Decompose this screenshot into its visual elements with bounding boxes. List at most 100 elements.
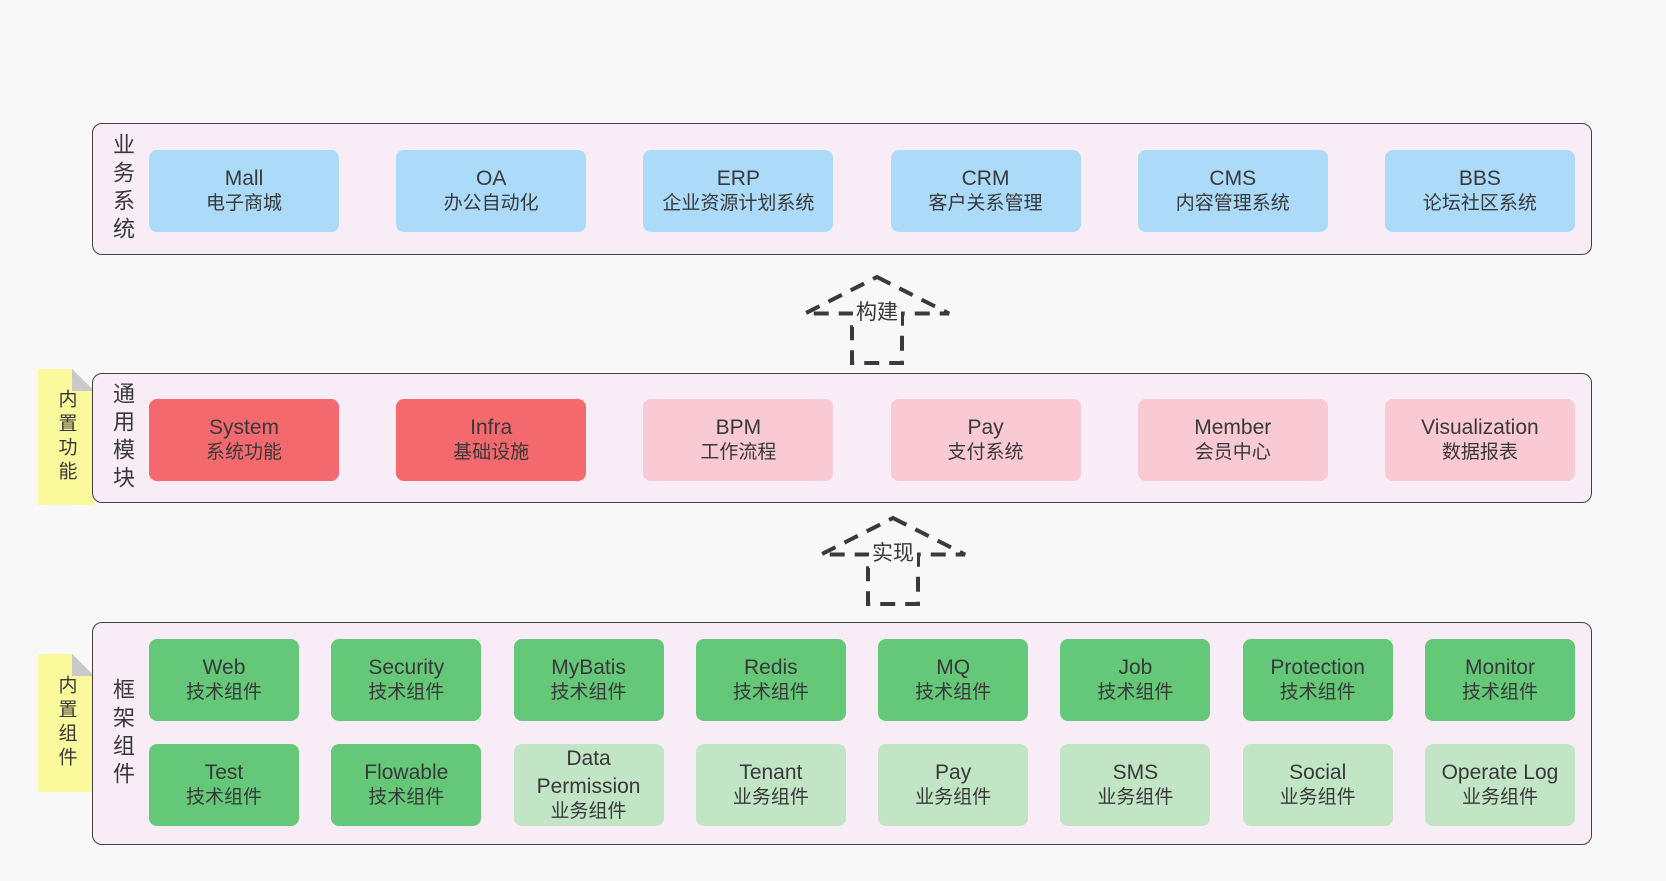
tag-label: 内置功能 [55,389,77,485]
build-arrow: 构建 [802,274,952,366]
module-title: Protection [1270,656,1365,679]
layer-label: 通用模块 [110,382,135,494]
module-subtitle: 业务组件 [915,787,992,809]
module-box-system: System 系统功能 [149,399,339,481]
module-box-cms: CMS 内容管理系统 [1137,150,1328,232]
module-subtitle: 业务组件 [1097,787,1174,809]
module-title: Pay [967,416,1004,439]
module-subtitle: 基础设施 [453,442,530,464]
module-box-visualization: Visualization 数据报表 [1384,399,1575,481]
module-box-erp: ERP 企业资源计划系统 [643,150,834,232]
tag-label: 内置组件 [55,675,77,771]
module-title: CRM [961,167,1010,190]
folded-corner-icon [72,654,94,676]
implement-arrow: 实现 [818,515,968,607]
folded-corner-icon [72,369,94,391]
module-title: MQ [936,656,971,679]
module-title: CMS [1209,167,1257,190]
module-subtitle: 办公自动化 [443,193,539,215]
module-subtitle: 支付系统 [947,442,1024,464]
module-box-flowable: Flowable 技术组件 [331,744,482,826]
module-subtitle: 技术组件 [732,682,809,704]
module-box-infra: Infra 基础设施 [396,399,587,481]
module-subtitle: 业务组件 [550,800,627,822]
module-subtitle: 电子商城 [205,193,282,215]
tag-builtin-components: 内置组件 [38,654,94,792]
module-box-mall: Mall 电子商城 [149,150,339,232]
module-title: Operate Log [1441,761,1559,784]
module-box-oa: OA 办公自动化 [396,150,587,232]
module-title: Infra [470,416,513,439]
module-subtitle: 数据报表 [1441,442,1518,464]
module-subtitle: 技术组件 [550,682,627,704]
module-subtitle: 技术组件 [368,682,445,704]
arrow-label: 构建 [853,295,901,327]
module-subtitle: 内容管理系统 [1175,193,1290,215]
module-subtitle: 论坛社区系统 [1422,193,1537,215]
module-box-operate-log: Operate Log 业务组件 [1424,744,1575,826]
tag-builtin-features: 内置功能 [38,369,94,505]
module-box-pay: Pay 支付系统 [890,399,1081,481]
arrow-label: 实现 [869,536,917,568]
layer-label: 业务系统 [110,133,135,245]
module-subtitle: 客户关系管理 [928,193,1043,215]
box-row: Mall 电子商城 OA 办公自动化 ERP 企业资源计划系统 CRM 客户关系管理 CMS 内容… [149,150,1575,232]
layer-label: 框架组件 [110,677,135,790]
module-subtitle: 技术组件 [915,682,992,704]
module-title: System [208,416,279,439]
module-title: ERP [716,167,760,190]
module-box-job: Job 技术组件 [1060,639,1211,721]
module-subtitle: 企业资源计划系统 [662,193,815,215]
module-title: Visualization [1421,416,1539,439]
module-subtitle: 技术组件 [368,787,445,809]
module-box-social: Social 业务组件 [1242,744,1393,826]
module-subtitle: 业务组件 [1461,787,1538,809]
module-subtitle: 技术组件 [1461,682,1538,704]
module-box-monitor: Monitor 技术组件 [1424,639,1575,721]
up-arrow-icon [804,274,950,365]
module-title: Test [204,761,244,784]
module-box-security: Security 技术组件 [331,639,482,721]
module-box-crm: CRM 客户关系管理 [890,150,1081,232]
module-subtitle: 系统功能 [205,442,282,464]
module-box-sms: SMS 业务组件 [1060,744,1211,826]
module-subtitle: 技术组件 [185,787,262,809]
module-subtitle: 技术组件 [1097,682,1174,704]
module-box-mybatis: MyBatis 技术组件 [513,639,664,721]
module-title: Tenant [739,761,803,784]
module-title: Flowable [364,761,449,784]
module-title: Monitor [1464,656,1535,679]
module-title: Job [1118,656,1153,679]
module-subtitle: 工作流程 [700,442,777,464]
module-title: Social [1289,761,1347,784]
module-box-web: Web 技术组件 [149,639,299,721]
module-title: Mall [224,167,264,190]
module-box-mq: MQ 技术组件 [878,639,1029,721]
module-box-test: Test 技术组件 [149,744,299,826]
module-title: Member [1194,416,1272,439]
module-title: SMS [1112,761,1159,784]
up-arrow-icon [820,515,966,606]
module-title: Web [202,656,246,679]
module-title: BBS [1458,167,1501,190]
module-title: OA [476,167,507,190]
module-title: Pay [935,761,972,784]
module-subtitle: 技术组件 [1279,682,1356,704]
module-subtitle: 业务组件 [1279,787,1356,809]
module-title: Data Permission [536,747,641,798]
module-title: MyBatis [551,656,626,679]
layer-business-systems: 业务系统 Mall 电子商城 OA 办公自动化 ERP 企业资源计划系统 CRM 客户关系管理… [92,123,1592,255]
module-subtitle: 技术组件 [185,682,262,704]
module-title: Security [368,656,445,679]
module-box-bbs: BBS 论坛社区系统 [1384,150,1575,232]
